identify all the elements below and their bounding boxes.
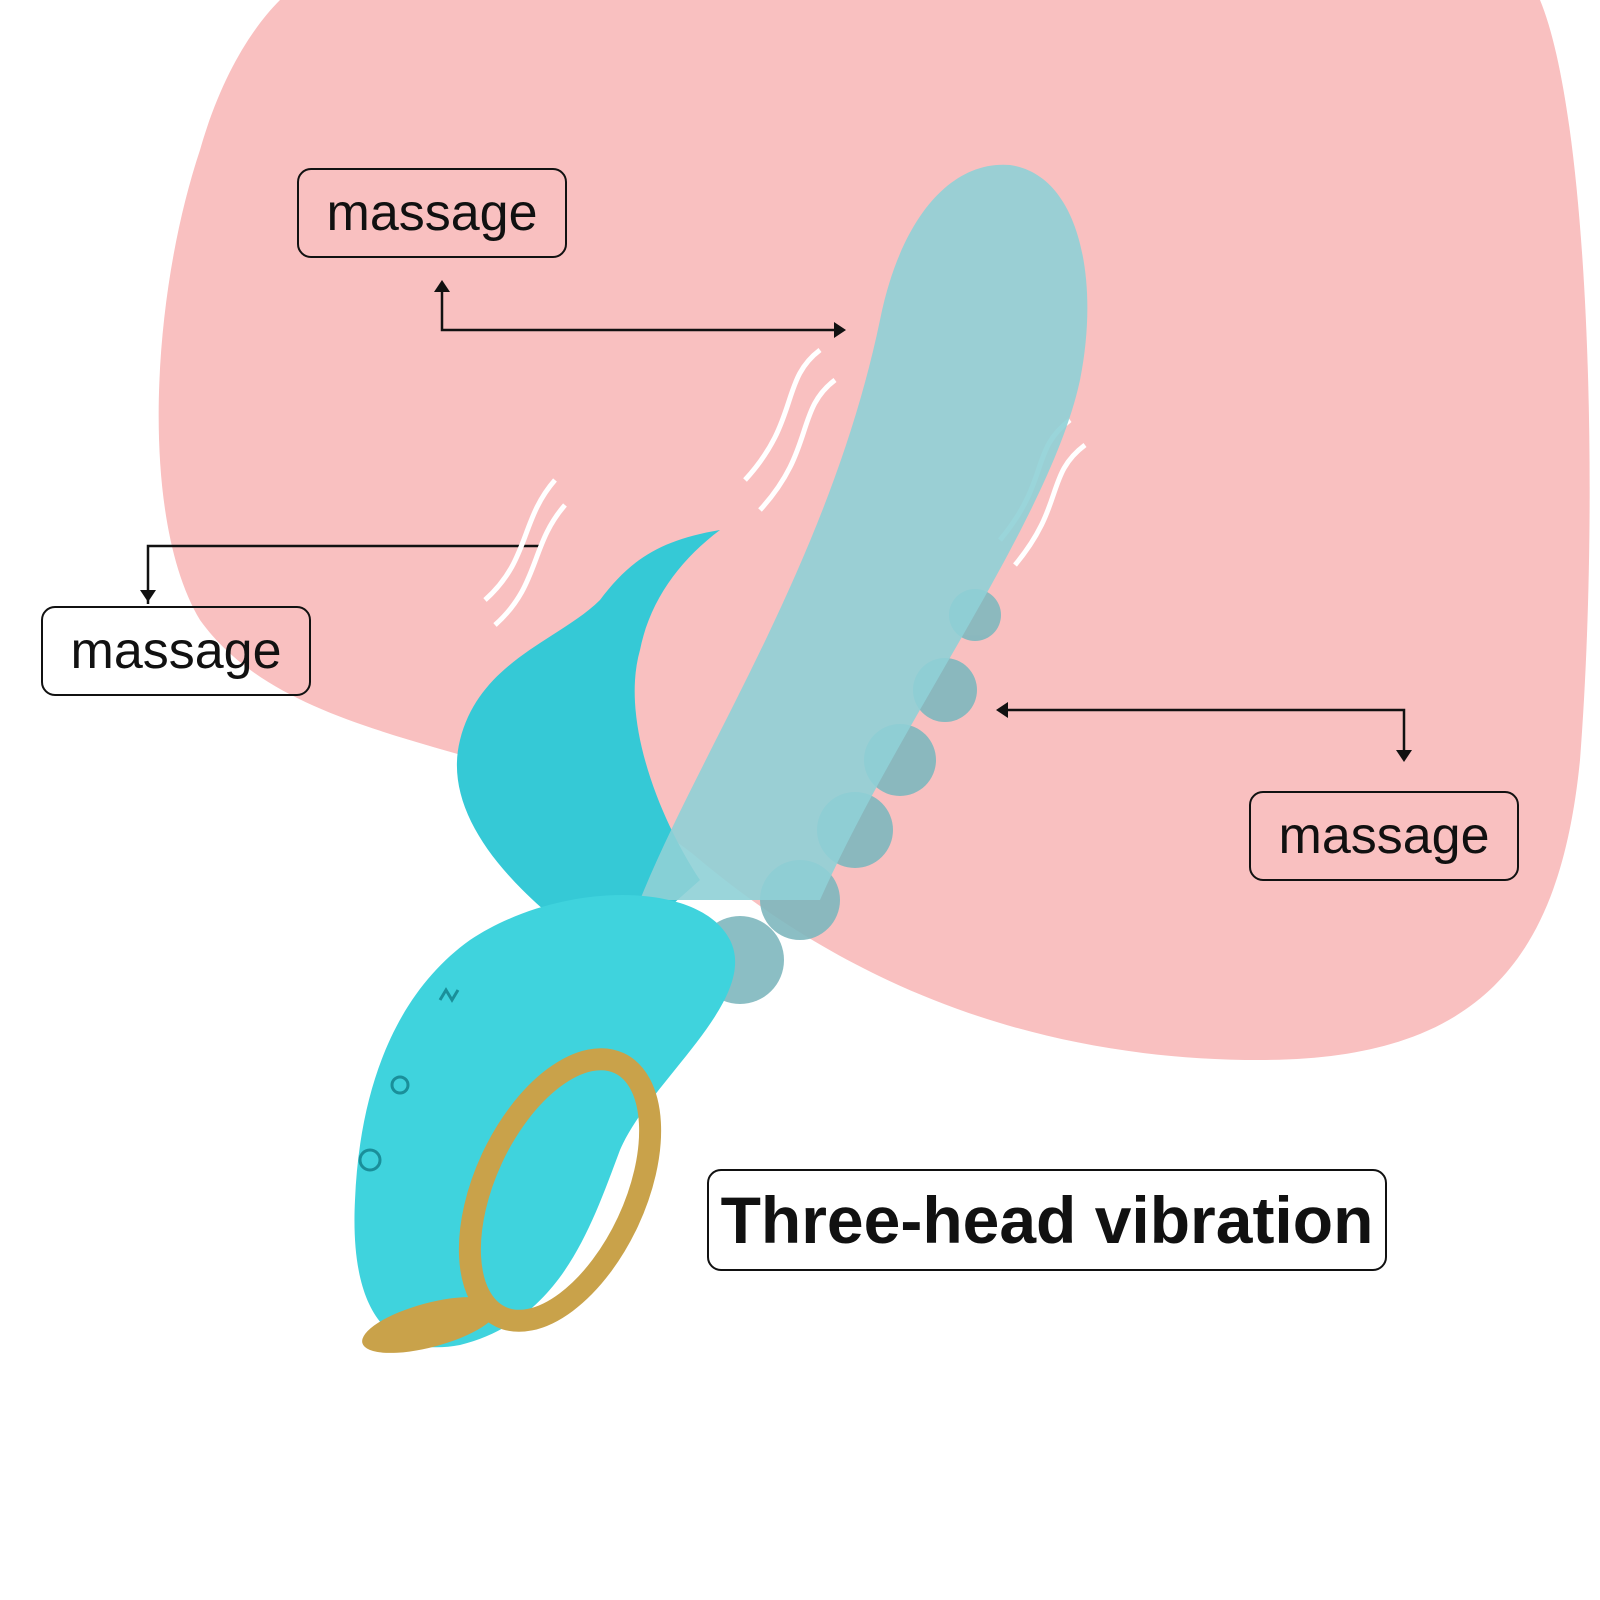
label-text: massage <box>1278 807 1490 865</box>
clitoral-arm <box>456 530 720 960</box>
control-icons <box>358 987 460 1172</box>
vibration-icon <box>438 987 460 1003</box>
callout-arrows <box>146 290 1406 752</box>
power-icon <box>358 1148 382 1172</box>
headline-label: Three-head vibration <box>707 1169 1387 1271</box>
gold-ring <box>458 1048 662 1332</box>
main-shaft <box>640 164 1088 901</box>
label-text: massage <box>70 622 282 680</box>
arrow-heads <box>140 280 1412 762</box>
mode-icon <box>390 1075 410 1095</box>
label-text: massage <box>326 184 538 242</box>
handle <box>354 895 736 1348</box>
massage-label-top: massage <box>297 168 567 258</box>
massage-label-right: massage <box>1249 791 1519 881</box>
gold-base <box>362 1297 498 1353</box>
massage-label-left: massage <box>41 606 311 696</box>
vibration-marks <box>483 348 1087 627</box>
headline-text: Three-head vibration <box>720 1183 1374 1257</box>
